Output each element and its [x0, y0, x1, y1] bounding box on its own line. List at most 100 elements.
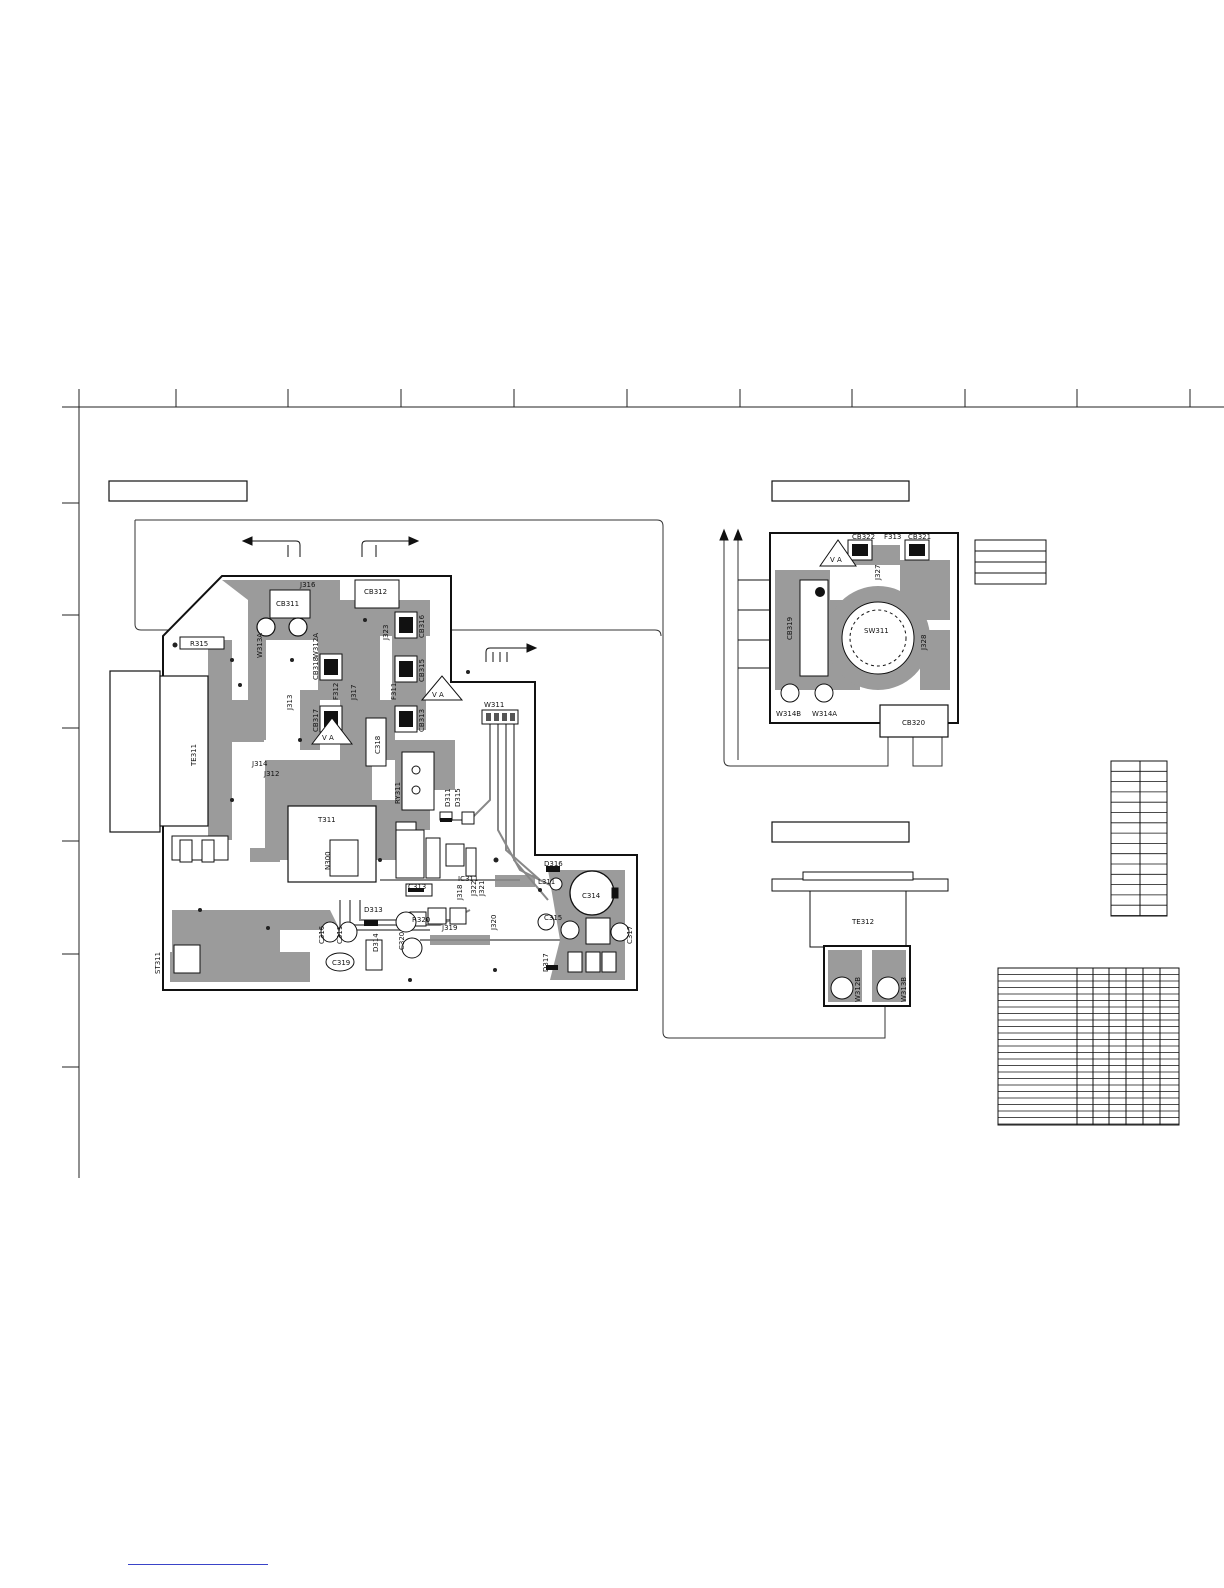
d316-label: D316	[544, 860, 563, 868]
t311-label: T311	[317, 816, 336, 824]
cb322-label: CB322	[852, 533, 875, 541]
w314b-terminal	[780, 683, 800, 703]
cb316-label: CB316	[418, 614, 426, 638]
st311-label: ST311	[154, 952, 162, 974]
j318-label: J318	[456, 885, 464, 901]
w312a-label: W312A	[312, 633, 320, 658]
w313b-terminal	[876, 976, 900, 1000]
d314-label: D314	[372, 933, 380, 952]
cb321-label: CB321	[908, 533, 931, 541]
j317-label: J317	[350, 685, 358, 701]
te312-label: TE312	[851, 918, 874, 926]
wire-arrows	[241, 528, 770, 669]
table-rows	[998, 770, 1179, 1125]
f313-label: F313	[884, 533, 901, 541]
main-board-title-box	[108, 480, 248, 502]
c313-label: C313	[408, 883, 426, 891]
c311-label: C311	[336, 926, 344, 944]
wire-harness	[134, 519, 943, 1039]
w314a-terminal	[814, 683, 834, 703]
right-board-title-box	[771, 480, 910, 502]
d315-label: D315	[454, 788, 462, 807]
c316-label: C316	[318, 925, 326, 944]
main-power-board: TE311 R315 CB311 J316 CB312 W313A W312A …	[109, 575, 638, 991]
c319-label: C319	[332, 959, 350, 967]
te311-connector-body	[109, 670, 161, 833]
c315-label: C315	[544, 914, 562, 922]
switch-board: V A CB322 F313 CB321 CB319 SW311 J327 J3…	[769, 532, 959, 738]
j327-label: J327	[874, 565, 882, 581]
n300-label: N300	[324, 851, 332, 870]
c314-label: C314	[582, 892, 601, 900]
j314-label: J314	[251, 760, 268, 768]
r315-resistor	[179, 636, 225, 650]
footer-link[interactable]	[128, 1552, 268, 1565]
j322-label: J322	[470, 881, 478, 897]
w313a-label: W313A	[256, 633, 264, 658]
cb311-block	[269, 589, 311, 619]
d311-label: D311	[444, 788, 452, 807]
j316-label: J316	[299, 581, 316, 589]
w311-label: W311	[484, 701, 504, 709]
small-components	[365, 811, 617, 973]
r320-label: R320	[412, 916, 430, 924]
diodes	[364, 818, 560, 970]
f312-label: F312	[332, 683, 340, 700]
l311-label: L311	[538, 878, 555, 886]
w312b-terminal	[830, 976, 854, 1000]
spec-table-small	[1110, 760, 1168, 917]
ic311-label: IC311	[458, 875, 478, 883]
w313a-terminal	[256, 617, 276, 637]
ry311-label: RY311	[394, 782, 402, 804]
capacitors	[320, 870, 630, 972]
cb312-block	[354, 579, 400, 609]
page-grid-frame	[62, 389, 1224, 1178]
d313-label: D313	[364, 906, 383, 914]
d317-label: D317	[542, 953, 550, 972]
cb317-label: CB317	[312, 709, 320, 732]
c320-label: C320	[398, 932, 406, 950]
w314b-label: W314B	[776, 710, 801, 718]
c318-label: C318	[374, 736, 382, 754]
warning-label-1: V A	[322, 734, 334, 742]
signal-traces	[339, 712, 561, 941]
j319-label: J319	[441, 924, 457, 932]
j313-label: J313	[286, 695, 294, 711]
c317-label: C317	[626, 926, 634, 944]
w312a-terminal	[288, 617, 308, 637]
warning-triangle-3	[819, 539, 857, 567]
w314a-label: W314A	[812, 710, 837, 718]
w312b-label: W312B	[854, 977, 862, 1002]
c318-block	[365, 717, 387, 767]
cb318-label: CB318	[312, 657, 320, 680]
spec-table-large	[997, 967, 1180, 1126]
st311-connector	[173, 944, 201, 974]
vias	[172, 618, 542, 982]
cb320-block	[879, 704, 949, 738]
te311-label: TE311	[190, 744, 198, 767]
cb312-label: CB312	[364, 588, 387, 596]
sw311-label: SW311	[864, 627, 889, 635]
j323-label: J323	[382, 625, 390, 641]
cb313-label: CB313	[418, 709, 426, 732]
te312-board: TE312 W312B W313B	[771, 871, 949, 1007]
cb320-label: CB320	[902, 719, 925, 727]
j320-label: J320	[490, 915, 498, 931]
warning-triangle-1	[310, 717, 354, 745]
small-board-title-box	[771, 821, 910, 843]
w313b-label: W313B	[900, 977, 908, 1002]
warning-label-2: V A	[432, 691, 444, 699]
warning-label-3: V A	[830, 556, 842, 564]
j328-label: J328	[920, 635, 928, 651]
legend-box	[974, 539, 1047, 585]
r315-label: R315	[190, 640, 208, 648]
cb311-label: CB311	[276, 600, 299, 608]
warning-triangle-2	[420, 675, 464, 701]
f311-label: F311	[390, 683, 398, 700]
cb315-label: CB315	[418, 659, 426, 682]
j321-label: J321	[478, 881, 486, 897]
ry311-relay	[401, 751, 435, 811]
fuse-holders	[319, 611, 418, 733]
